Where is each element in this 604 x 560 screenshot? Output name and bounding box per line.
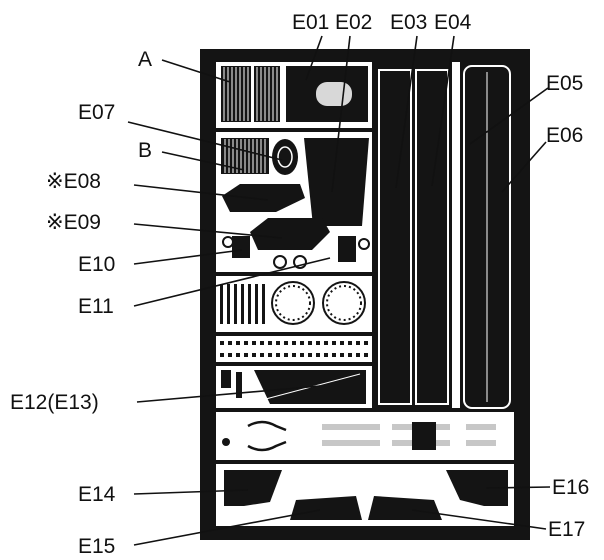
part-rings — [271, 281, 366, 325]
part-e08 — [222, 184, 305, 212]
part-a-vent-grille — [221, 66, 280, 122]
label-e05: E05 — [546, 72, 583, 95]
leader-e10 — [133, 249, 243, 265]
leader-e05 — [469, 87, 549, 145]
leader-e07 — [127, 121, 283, 161]
part-e15 — [290, 496, 362, 520]
panel-decals — [216, 412, 514, 460]
part-e09 — [250, 218, 330, 250]
leader-e11 — [133, 257, 331, 307]
part-e16 — [446, 470, 508, 506]
leader-e17 — [411, 509, 547, 530]
panel-right-gap — [452, 62, 460, 408]
leader-e15 — [133, 509, 321, 546]
label-e06: E06 — [546, 124, 583, 147]
leader-e02 — [331, 35, 351, 193]
leader-b — [161, 151, 245, 171]
part-e17 — [368, 496, 442, 520]
leader-e16 — [485, 486, 551, 489]
label-e10: E10 — [78, 253, 115, 276]
etch-fret — [200, 49, 530, 540]
part-e10 — [222, 236, 307, 269]
part-e11 — [338, 236, 370, 262]
label-e12: E12(E13) — [10, 391, 99, 414]
sprue-bar — [216, 526, 514, 532]
part-e04 — [415, 69, 449, 405]
leader-e12 — [136, 385, 321, 403]
part-rivet-rows — [220, 341, 368, 357]
label-e07: E07 — [78, 101, 115, 124]
label-a: A — [138, 48, 152, 71]
leader-e04 — [431, 35, 455, 187]
part-e14 — [224, 470, 282, 506]
leader-e14 — [133, 489, 249, 495]
part-e02 — [304, 138, 369, 226]
part-b-grille — [221, 138, 269, 174]
leader-e03 — [395, 35, 418, 189]
label-b: B — [138, 139, 152, 162]
leader-a — [161, 59, 231, 83]
label-e08: ※E08 — [46, 170, 101, 193]
label-e02: E02 — [335, 11, 372, 34]
leader-e09 — [133, 223, 283, 239]
label-e01: E01 — [292, 11, 329, 34]
panel-rivets — [216, 336, 372, 362]
label-e16: E16 — [552, 476, 589, 499]
label-e14: E14 — [78, 483, 116, 506]
part-strip-row — [220, 284, 265, 324]
part-e07 — [272, 139, 298, 175]
label-e09: ※E09 — [46, 211, 101, 234]
part-decals — [222, 420, 496, 452]
part-labels: A B E01 E02 E03 E04 E05 E06 E07 ※E08 ※E0… — [10, 11, 589, 558]
label-e17: E17 — [548, 518, 585, 541]
label-e11: E11 — [78, 295, 114, 318]
leader-lines — [127, 35, 551, 546]
label-e15: E15 — [78, 535, 115, 558]
label-e03: E03 — [390, 11, 427, 34]
part-e01 — [286, 66, 368, 122]
leader-e06 — [501, 141, 547, 193]
leader-e08 — [133, 184, 269, 201]
leader-e01 — [305, 35, 323, 81]
part-e03 — [378, 69, 412, 405]
label-e04: E04 — [434, 11, 472, 34]
